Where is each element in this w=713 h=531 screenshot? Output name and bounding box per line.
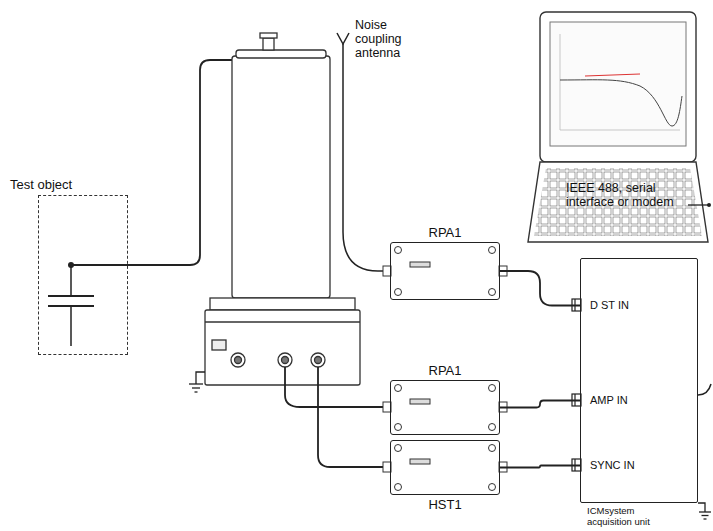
coupling-unit [205, 33, 360, 385]
antenna [337, 33, 384, 271]
sync-unit-box: HST1 [390, 440, 500, 495]
box-heading: RPA1 [391, 363, 499, 378]
laptop-illustration [528, 12, 708, 242]
sync-cable [318, 367, 384, 467]
box-heading: RPA1 [391, 225, 499, 240]
amplifier-details [383, 247, 507, 491]
interface-cable [698, 384, 711, 395]
unit-caption: ICMsystem acquisition unit [587, 506, 672, 527]
signal-cable [500, 466, 580, 468]
amplifier-box: RPA1 [390, 242, 500, 300]
box-heading: Test object [10, 177, 72, 192]
ground-symbol [698, 503, 711, 519]
port-label: D ST IN [590, 299, 629, 312]
antenna-label: Noise coupling antenna [355, 18, 417, 60]
port-label: AMP IN [590, 394, 628, 407]
port-label: SYNC IN [590, 459, 635, 472]
line-end [707, 203, 711, 207]
interface-line [688, 204, 709, 205]
amplifier-box: RPA1 [390, 380, 500, 435]
signal-cable [500, 401, 580, 408]
ground-symbol [189, 372, 205, 392]
interface-label: IEEE 488, serial interface or modem [566, 181, 684, 209]
signal-cable [500, 271, 580, 306]
box-heading: HST1 [391, 497, 499, 512]
test-object-box: Test object [38, 195, 128, 355]
signal-cable [285, 367, 384, 407]
acquisition-unit: D ST INAMP INSYNC INICMsystem acquisitio… [580, 258, 698, 503]
capacitor-symbol [48, 265, 94, 346]
